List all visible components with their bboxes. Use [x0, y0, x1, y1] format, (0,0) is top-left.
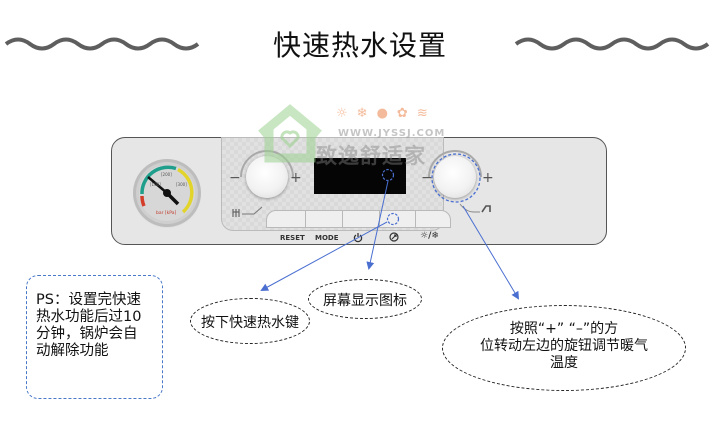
reset-label: RESET: [280, 234, 305, 242]
quick-hot-water-icon: [389, 232, 399, 242]
gauge-normal-zone: [140, 165, 177, 195]
right-wave-decoration: [514, 37, 710, 51]
pressure-gauge-dial: [100] [200] [300] bar [kPa]: [139, 165, 195, 221]
right-knob-plus-label: +: [482, 170, 494, 186]
press-button-callout-text: 按下快速热水键: [201, 315, 299, 331]
fan-icon: ✿: [396, 106, 417, 121]
arrow-to-press-button-label: [260, 221, 388, 291]
screen-icon-callout-text: 屏幕显示图标: [323, 293, 407, 309]
heating-temperature-knob[interactable]: [246, 156, 288, 198]
ps-note-line: PS：设置完快速: [36, 292, 141, 308]
sun-snowflake-icon: ☼/❄: [420, 231, 439, 241]
gauge-low-zone: [140, 195, 146, 207]
knob-adjust-callout: [442, 305, 686, 391]
gauge-tick-label: [300]: [176, 182, 187, 187]
left-wave-decoration: [4, 37, 200, 51]
watermark-url: WWW.JYSSJ.COM: [338, 128, 446, 139]
knob-highlight-circle: [431, 153, 481, 203]
droplet-icon: ●: [376, 106, 397, 121]
watermark-brand: 致逸舒适家: [316, 144, 426, 168]
knob-adjust-callout-text: 按照“+” “–”的方 位转动左边的旋钮调节暖气 温度: [442, 321, 686, 372]
gauge-needle: [147, 176, 168, 194]
ps-note-line: 热水功能后过10: [36, 309, 142, 325]
pressure-gauge: [100] [200] [300] bar [kPa]: [136, 162, 198, 224]
ps-note-line: 动解除功能: [36, 343, 109, 359]
gauge-high-zone: [177, 167, 194, 214]
knob-adjust-line: 位转动左边的旋钮调节暖气: [480, 338, 648, 354]
arrow-to-screen-icon-label: [366, 180, 389, 270]
mode-label: MODE: [315, 234, 339, 242]
arrow-to-knob-adjust-label: [462, 205, 520, 300]
left-knob-minus-label: −: [229, 170, 241, 186]
knob-adjust-line: 温度: [550, 355, 578, 371]
heat-cool-mode-button[interactable]: [415, 210, 451, 228]
press-button-callout: [190, 298, 310, 344]
ps-note-text: PS：设置完快速 热水功能后过10 分钟，锅炉会自 动解除功能: [36, 292, 161, 360]
wifi-icon: ≋: [416, 106, 437, 121]
quick-hot-water-button-highlight: [386, 212, 400, 226]
screen-icon-callout: [308, 279, 422, 319]
sun-icon: ☼: [336, 106, 357, 121]
hot-water-temperature-knob[interactable]: [434, 156, 476, 198]
right-knob-minus-label: −: [421, 170, 433, 186]
radiator-icon: [232, 206, 263, 217]
knob-adjust-line: 按照“+” “–”的方: [509, 321, 619, 337]
ps-note-box: [26, 275, 163, 399]
ps-note-line: 分钟，锅炉会自: [36, 326, 138, 342]
gauge-tick-label: [100]: [150, 182, 161, 187]
page-title: 快速热水设置: [272, 29, 447, 62]
tap-icon: [459, 203, 491, 213]
watermark-icons: ☼❄●✿≋: [336, 106, 437, 121]
left-knob-plus-label: +: [290, 170, 302, 186]
display-screen: [314, 158, 406, 194]
gauge-tick-label: [200]: [161, 172, 172, 177]
snowflake-icon: ❄: [356, 106, 377, 121]
screen-icon-highlight: [381, 168, 395, 182]
gauge-unit-label: bar [kPa]: [156, 210, 177, 216]
watermark-house-logo: [258, 104, 322, 163]
